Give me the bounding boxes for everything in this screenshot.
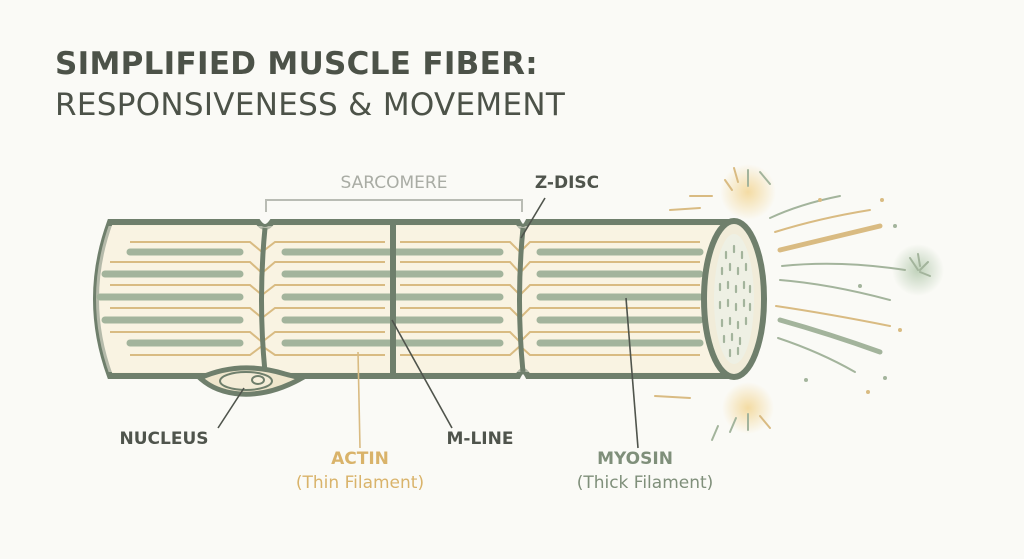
actin-label: ACTIN (331, 449, 389, 469)
nucleus-label: NUCLEUS (119, 429, 209, 449)
burst-glow-top (720, 164, 776, 220)
sarcomere-bracket (265, 199, 523, 212)
actin-pointer (357, 351, 361, 449)
m-line-label: M-LINE (446, 429, 514, 449)
nucleolus (251, 375, 265, 385)
z-disc-label: Z-DISC (534, 173, 600, 193)
m-line-pointer (391, 319, 453, 429)
burst-dots (804, 198, 902, 394)
sarcomere-label: SARCOMERE (340, 173, 448, 193)
myosin-sub-label: (Thick Filament) (576, 473, 714, 493)
z-disc-band-right (517, 227, 526, 373)
actin-sub-label: (Thin Filament) (295, 473, 425, 493)
z-disc-pointer (520, 197, 546, 239)
nucleus-pointer (217, 387, 245, 429)
cross-section-dashes (718, 244, 752, 358)
title-line-2: RESPONSIVENESS & MOVEMENT (55, 87, 566, 123)
myosin-label: MYOSIN (597, 449, 673, 469)
movement-burst (654, 167, 931, 441)
diagram-title: SIMPLIFIED MUSCLE FIBER: RESPONSIVENESS … (55, 44, 565, 126)
fiber-end-cross-section (714, 234, 754, 364)
myosin-pointer (625, 297, 639, 449)
title-line-1: SIMPLIFIED MUSCLE FIBER: (55, 46, 538, 82)
z-disc-band-left (259, 227, 268, 373)
